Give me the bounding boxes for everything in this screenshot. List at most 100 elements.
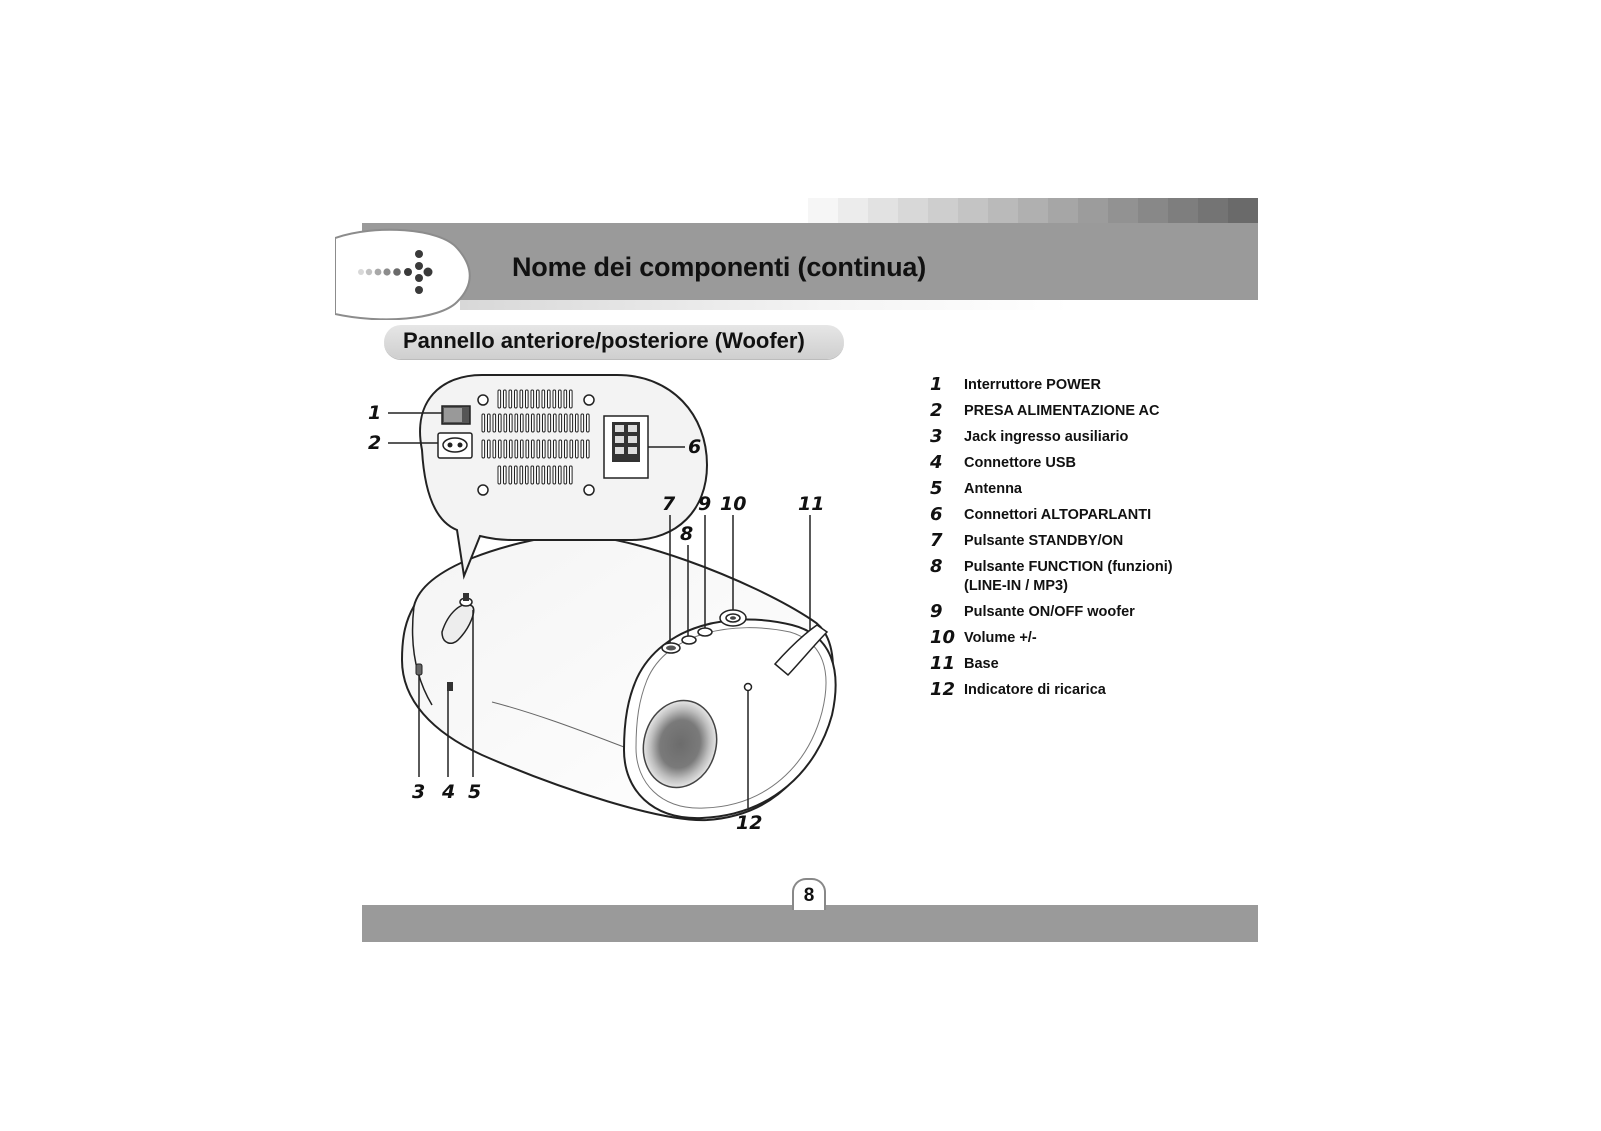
legend-number: 1 [930, 374, 943, 395]
vent-slot [580, 413, 585, 433]
vent-slot [481, 413, 486, 433]
vent-slot [569, 465, 573, 485]
vent-slot [525, 389, 529, 409]
speaker-cone-icon [642, 699, 718, 789]
legend-number: 3 [930, 426, 943, 447]
rear-panel-zoom [419, 374, 709, 580]
leader-lines [388, 412, 811, 808]
legend-number: 4 [930, 452, 943, 473]
vent-slot [520, 413, 524, 433]
vent-slot [563, 389, 568, 409]
vent-slot [536, 465, 540, 485]
legend-item: 1 Interruttore POWER [930, 376, 1230, 395]
gradient-square [1168, 198, 1198, 223]
vent-slot [558, 439, 563, 459]
vent-grille [481, 389, 590, 485]
section-title: Pannello anteriore/posteriore (Woofer) [403, 328, 805, 353]
vent-slot [498, 413, 502, 433]
vent-slot [498, 439, 502, 459]
legend-number: 8 [930, 556, 943, 577]
legend-item: 9 Pulsante ON/OFF woofer [930, 603, 1230, 622]
gradient-square [808, 198, 838, 223]
page-number: 8 [803, 885, 815, 906]
gradient-square [898, 198, 928, 223]
legend-item: 8 Pulsante FUNCTION (funzioni) (LINE-IN /… [930, 558, 1230, 596]
vent-slot [531, 439, 535, 459]
vent-slot [552, 465, 557, 485]
gradient-square [1108, 198, 1138, 223]
vent-slot [558, 465, 562, 485]
gradient-square [1048, 198, 1078, 223]
vent-slot [509, 413, 513, 433]
vent-slot [514, 413, 519, 433]
callout-2: 2 [368, 432, 381, 454]
callout-1: 1 [368, 402, 381, 424]
gradient-square [1078, 198, 1108, 223]
legend-item: 4 Connettore USB [930, 454, 1230, 473]
legend-label: Connettore USB [964, 455, 1076, 471]
legend-label: Jack ingresso ausiliario [964, 429, 1129, 445]
vent-slot [536, 389, 540, 409]
legend-label: Pulsante FUNCTION (funzioni) (LINE-IN / … [964, 559, 1173, 594]
vent-slot [541, 389, 546, 409]
callout-10: 10 [720, 493, 746, 515]
legend-number: 12 [930, 679, 956, 700]
aux-jack [415, 663, 423, 676]
legend-label: Volume +/- [964, 630, 1037, 646]
header-arrow-bubble-icon [335, 228, 471, 320]
vent-slot [492, 439, 497, 459]
vent-slot [536, 413, 541, 433]
gradient-square [1018, 198, 1048, 223]
charge-indicator-icon [743, 682, 753, 692]
vent-slot [569, 389, 573, 409]
page-title: Nome dei componenti (continua) [512, 252, 927, 282]
gradient-square [1198, 198, 1228, 223]
legend-label: PRESA ALIMENTAZIONE AC [964, 403, 1160, 419]
vent-slot [530, 465, 535, 485]
vent-slot [564, 439, 568, 459]
callout-5: 5 [468, 781, 481, 803]
legend-label: Interruttore POWER [964, 377, 1101, 393]
vent-slot [552, 389, 557, 409]
callout-3: 3 [412, 781, 425, 803]
vent-slot [558, 389, 562, 409]
legend-number: 5 [930, 478, 943, 499]
legend-label: Antenna [964, 481, 1022, 497]
callout-6: 6 [688, 436, 701, 458]
callout-12: 12 [736, 812, 762, 834]
legend-number: 7 [930, 530, 943, 551]
vent-slot [525, 439, 530, 459]
legend-number: 10 [930, 627, 956, 648]
vent-slot [514, 465, 518, 485]
legend-label: Connettori ALTOPARLANTI [964, 507, 1152, 523]
legend-item: 10 Volume +/- [930, 629, 1230, 648]
legend-number: 11 [930, 653, 956, 674]
vent-slot [508, 389, 513, 409]
vent-slot [575, 439, 579, 459]
vent-slot [542, 413, 546, 433]
antenna [441, 593, 475, 645]
vent-slot [508, 465, 513, 485]
legend-label: Indicatore di ricarica [964, 682, 1106, 698]
top-buttons [661, 609, 747, 654]
vent-slot [520, 439, 524, 459]
header-gradient-strip [808, 198, 1258, 223]
vent-slot [519, 465, 524, 485]
usb-connector [447, 682, 453, 691]
legend-label: Base [964, 656, 999, 672]
legend-number: 9 [930, 601, 943, 622]
vent-slot [564, 413, 568, 433]
vent-slot [547, 389, 551, 409]
vent-slot [547, 465, 551, 485]
gradient-square [988, 198, 1018, 223]
vent-slot [586, 439, 590, 459]
vent-slot [503, 465, 507, 485]
callout-11: 11 [798, 493, 824, 515]
vent-slot [586, 413, 590, 433]
vent-slot [481, 439, 486, 459]
callout-8: 8 [680, 523, 693, 545]
vent-slot [503, 413, 508, 433]
legend-label: Pulsante ON/OFF woofer [964, 604, 1135, 620]
